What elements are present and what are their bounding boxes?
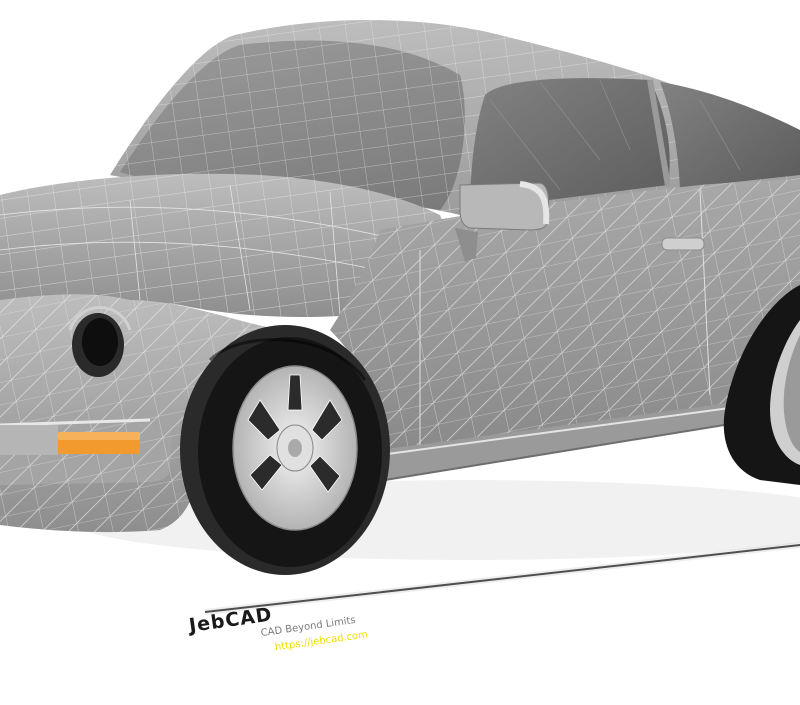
side-mirror (455, 181, 550, 262)
door-handle (661, 237, 705, 251)
car-front (0, 294, 280, 533)
car-side (330, 180, 800, 481)
car-hood (0, 173, 446, 317)
front-wheel (180, 325, 390, 575)
rear-wheel (723, 285, 800, 485)
